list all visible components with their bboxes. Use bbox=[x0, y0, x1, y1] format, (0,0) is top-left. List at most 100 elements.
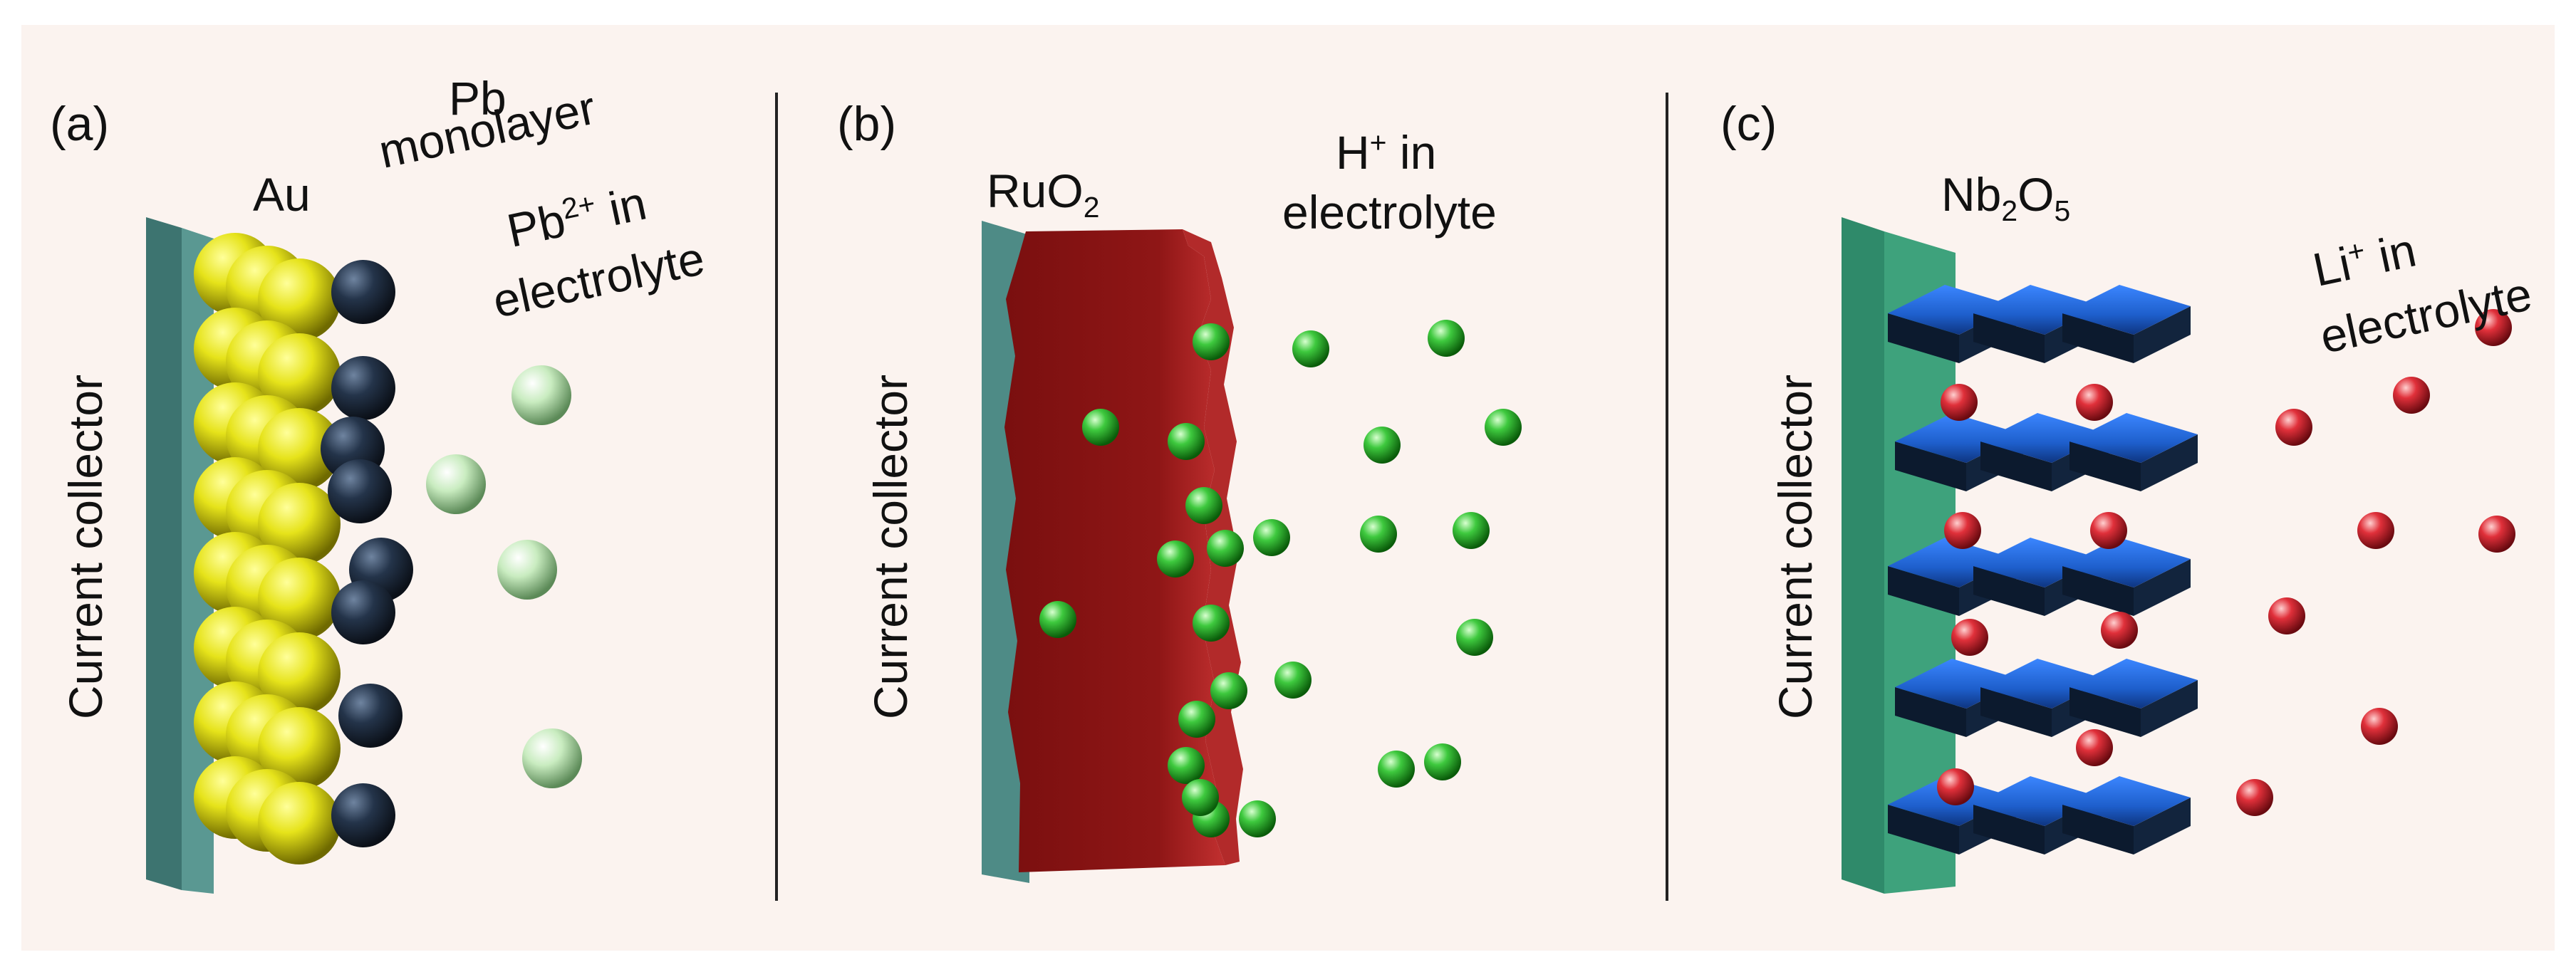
nb2o5-mid: O bbox=[2017, 168, 2055, 221]
au-atom bbox=[258, 258, 341, 341]
pb-monolayer-atoms bbox=[321, 260, 413, 847]
li-ion-in: in bbox=[2361, 223, 2421, 286]
proton-in: in bbox=[1386, 126, 1437, 179]
pb-ion bbox=[522, 728, 582, 788]
pb-atom bbox=[331, 356, 395, 420]
proton bbox=[1453, 512, 1490, 549]
proton bbox=[1360, 516, 1397, 553]
nb2o5-block bbox=[2062, 538, 2191, 616]
proton-electrolyte: electrolyte bbox=[1282, 186, 1497, 239]
au-atom bbox=[258, 707, 341, 790]
collector-label-a: Current collector bbox=[59, 374, 112, 720]
li-ion-group bbox=[1937, 309, 2515, 816]
li-ion bbox=[2393, 377, 2430, 414]
proton bbox=[1239, 800, 1276, 837]
panel-c-letter: (c) bbox=[1720, 97, 1777, 151]
proton bbox=[1193, 323, 1230, 360]
li-ion bbox=[2275, 409, 2312, 446]
collector-plate-c-edge bbox=[1842, 217, 1884, 894]
collector-label-b: Current collector bbox=[864, 374, 917, 720]
au-atom-layer bbox=[194, 233, 341, 864]
proton-base: H bbox=[1336, 126, 1370, 179]
nb2o5-block bbox=[2062, 776, 2191, 855]
collector-plate-a-edge bbox=[146, 217, 182, 890]
au-atom bbox=[258, 408, 341, 491]
proton bbox=[1424, 743, 1461, 780]
pb-atom bbox=[331, 260, 395, 324]
panel-b-letter: (b) bbox=[837, 97, 897, 151]
proton bbox=[1292, 330, 1329, 367]
ruo2-base: RuO bbox=[987, 164, 1084, 217]
ruo2-sub: 2 bbox=[1083, 191, 1100, 224]
proton bbox=[1182, 779, 1219, 816]
au-label: Au bbox=[253, 168, 311, 221]
proton bbox=[1157, 540, 1194, 578]
pb-atom bbox=[331, 783, 395, 847]
proton bbox=[1193, 605, 1230, 642]
proton bbox=[1039, 601, 1076, 638]
proton bbox=[1274, 662, 1312, 699]
nb2o5-layers bbox=[1888, 285, 2198, 855]
li-ion bbox=[2268, 597, 2305, 634]
proton bbox=[1185, 487, 1222, 524]
pb-ion-group bbox=[426, 365, 582, 788]
au-atom bbox=[258, 333, 341, 416]
li-ion bbox=[2361, 708, 2398, 745]
nb2o5-block bbox=[2062, 285, 2191, 363]
proton bbox=[1456, 619, 1493, 656]
panel-a-letter: (a) bbox=[50, 97, 110, 151]
li-ion bbox=[2236, 779, 2273, 816]
nb2o5-block bbox=[2069, 413, 2198, 491]
proton-charge: + bbox=[1369, 126, 1387, 159]
proton bbox=[1207, 530, 1244, 567]
collector-label-c: Current collector bbox=[1769, 374, 1822, 720]
pb-ion bbox=[511, 365, 571, 425]
li-ion bbox=[2076, 384, 2113, 421]
proton bbox=[1428, 320, 1465, 357]
li-ion bbox=[2101, 612, 2138, 649]
li-ion bbox=[1937, 768, 1974, 805]
au-atom bbox=[258, 782, 341, 864]
pb-label: Pb bbox=[449, 72, 507, 125]
li-ion bbox=[2090, 512, 2127, 549]
li-ion bbox=[2357, 512, 2394, 549]
proton bbox=[1210, 672, 1247, 709]
nb2o5-sub2: 5 bbox=[2054, 194, 2071, 228]
proton bbox=[1082, 409, 1119, 446]
nb2o5-block bbox=[2069, 659, 2198, 737]
li-ion bbox=[1951, 619, 1988, 656]
proton bbox=[1168, 423, 1205, 460]
au-atom bbox=[258, 558, 341, 640]
pb-atom bbox=[331, 580, 395, 644]
li-ion bbox=[1941, 384, 1978, 421]
pb-ion bbox=[426, 454, 486, 514]
proton bbox=[1364, 427, 1401, 464]
panel-a-art bbox=[146, 217, 582, 894]
au-atom bbox=[258, 483, 341, 565]
pb-ion-in: in bbox=[591, 176, 651, 239]
proton bbox=[1485, 409, 1522, 446]
ruo2-label: RuO2 bbox=[987, 167, 1099, 222]
proton bbox=[1168, 747, 1205, 784]
proton-label: H+ in bbox=[1336, 128, 1436, 176]
pb-atom bbox=[338, 684, 402, 748]
proton-group bbox=[1039, 320, 1522, 837]
panel-b-art bbox=[982, 221, 1522, 883]
li-ion bbox=[2076, 729, 2113, 766]
nb2o5-base: Nb bbox=[1941, 168, 2002, 221]
nb2o5-label: Nb2O5 bbox=[1941, 171, 2070, 226]
panel-c-art bbox=[1842, 217, 2515, 894]
pb-atom bbox=[328, 459, 392, 523]
proton bbox=[1378, 751, 1415, 788]
ruo2-slab bbox=[1004, 229, 1225, 872]
nb2o5-sub1: 2 bbox=[2001, 194, 2018, 228]
li-ion bbox=[2478, 516, 2515, 553]
proton bbox=[1178, 701, 1215, 738]
au-atom bbox=[258, 632, 341, 715]
li-ion bbox=[2475, 309, 2512, 346]
pb-ion bbox=[497, 540, 557, 600]
proton bbox=[1253, 519, 1290, 556]
li-ion bbox=[1944, 512, 1981, 549]
